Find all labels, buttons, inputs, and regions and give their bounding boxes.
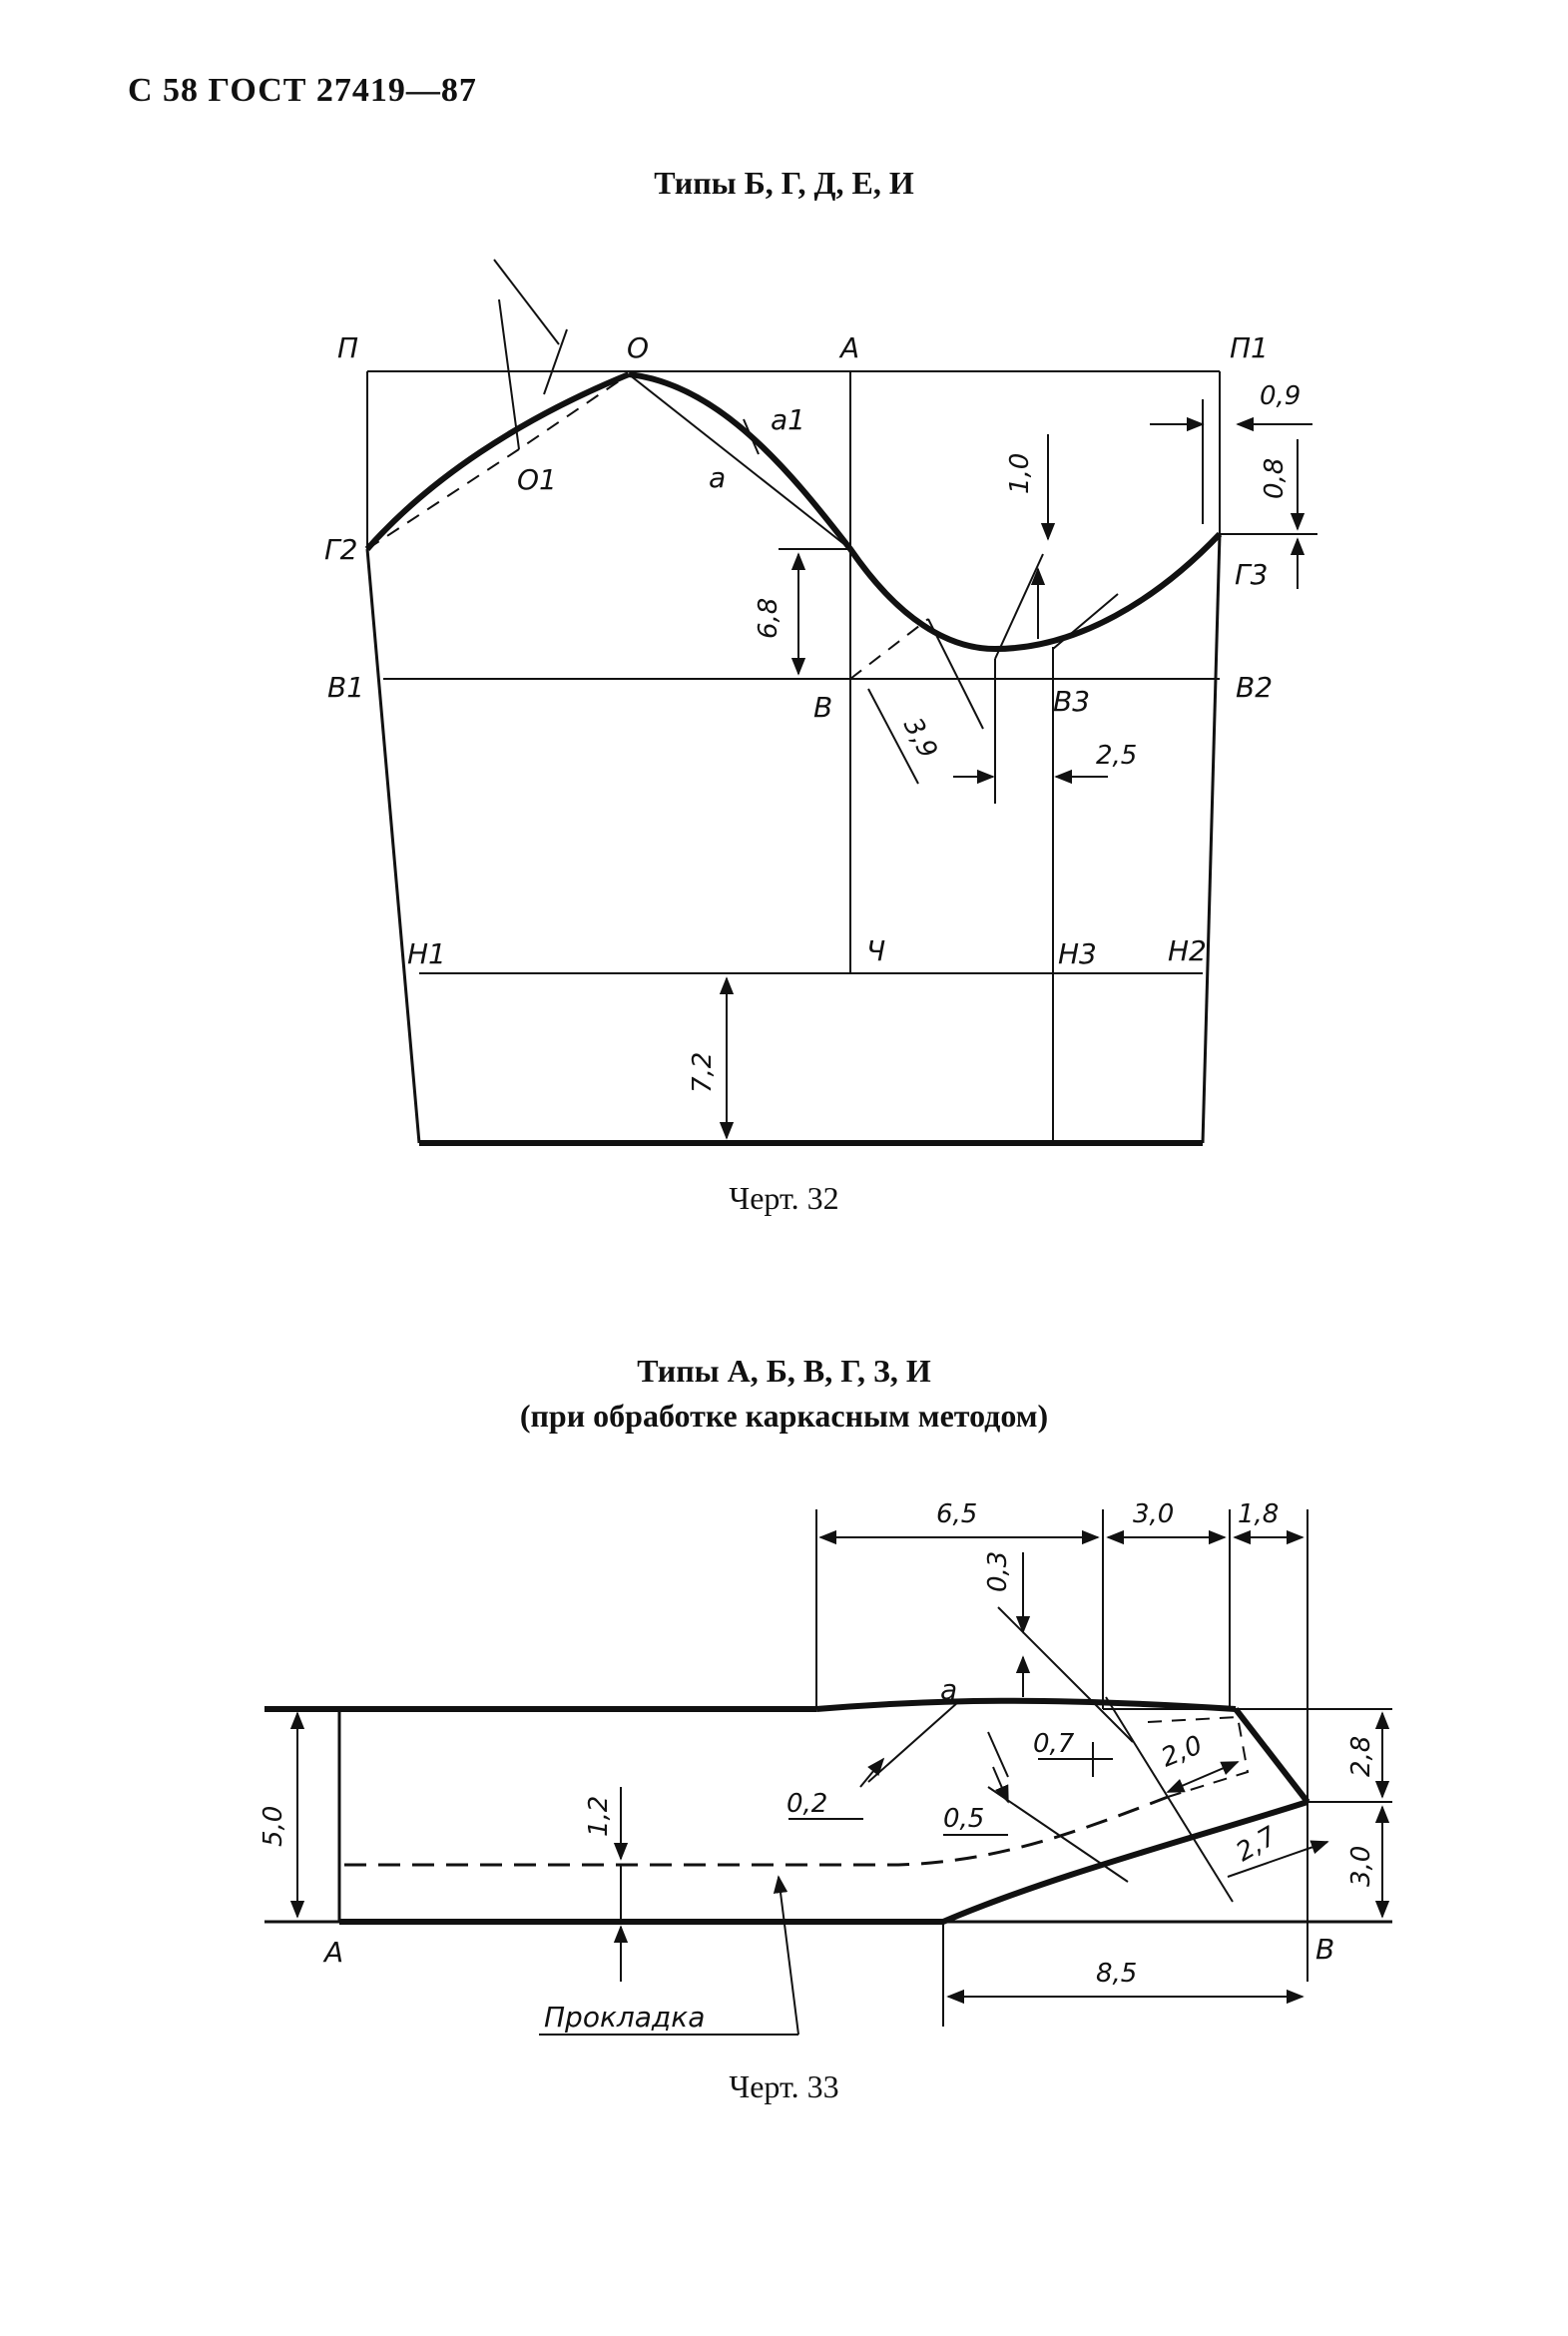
point-label-p1: П1 — [1230, 331, 1269, 364]
dim-label-5-0: 5,0 — [259, 1806, 288, 1847]
dim-arrow-0-2 — [859, 1757, 885, 1788]
interlining-leader-arrow — [773, 1875, 799, 2036]
extension-3-9 — [867, 688, 919, 785]
dim-label-8-5: 8,5 — [1096, 1959, 1137, 1989]
dim-label-6-5: 6,5 — [936, 1499, 977, 1529]
point-label-v2: В2 — [1236, 671, 1273, 704]
dim-arrow-2-0 — [1166, 1761, 1240, 1793]
dim-label-2-5: 2,5 — [1096, 741, 1137, 771]
point-label-g3: Г3 — [1235, 558, 1268, 591]
point-label-ch: Ч — [866, 934, 885, 967]
point-label-a1: а1 — [771, 403, 805, 436]
dim-label-0-2: 0,2 — [786, 1789, 827, 1819]
construction-line-diag — [1105, 1696, 1234, 1903]
dim-label-7-2: 7,2 — [688, 1052, 718, 1093]
construction-line-lower — [987, 1786, 1129, 1883]
point-label-v1: В1 — [327, 671, 364, 704]
top-edge-slope — [815, 1697, 1237, 1712]
point-label-o: О — [627, 331, 649, 364]
dim-label-0-9: 0,9 — [1260, 381, 1301, 411]
figure-33-caption: Черт. 33 — [729, 2068, 839, 2104]
dashed-diag-v — [849, 618, 929, 680]
lower-curve — [941, 1799, 1308, 1925]
point-label-a-small: а — [940, 1673, 957, 1706]
point-label-n2: Н2 — [1168, 934, 1207, 967]
chord-o-v — [628, 373, 851, 550]
point-label-v3: В3 — [1053, 685, 1090, 718]
figure-32-title: Типы Б, Г, Д, Е, И — [654, 165, 914, 201]
point-label-o1: О1 — [517, 463, 557, 496]
construction-line-top — [997, 1606, 1134, 1743]
point-label-b-end: В — [1315, 1933, 1334, 1966]
dim-label-0-3: 0,3 — [983, 1551, 1013, 1592]
dim-label-2-0: 2,0 — [1157, 1730, 1207, 1773]
armhole-curve — [628, 371, 1223, 653]
dim-label-0-7: 0,7 — [1033, 1729, 1075, 1759]
construction-line-o1 — [498, 298, 520, 450]
point-label-n3: Н3 — [1058, 937, 1097, 970]
point-label-a: а — [709, 461, 726, 494]
interlining-label: Прокладка — [544, 2001, 705, 2034]
dim-label-1-2: 1,2 — [584, 1796, 614, 1837]
shoulder-curve-left — [364, 371, 631, 551]
figure-32-caption: Черт. 32 — [729, 1180, 839, 1216]
construction-line-top — [493, 259, 560, 345]
figure-33-subtitle: (при обработке каркасным методом) — [519, 1398, 1049, 1434]
dim-label-0-8: 0,8 — [1260, 458, 1290, 499]
construction-3-9 — [927, 618, 984, 730]
collar-end-edge — [1233, 1707, 1310, 1804]
dim-label-3-0-right: 3,0 — [1346, 1846, 1376, 1887]
figure-33-drawing: 6,5 3,0 1,8 0,3 0,7 2,0 2,8 3,0 5,0 1,2 … — [259, 1499, 1392, 2036]
dim-arrow-2-7 — [1227, 1840, 1329, 1878]
point-label-n1: Н1 — [407, 937, 446, 970]
point-label-v: В — [813, 691, 832, 724]
tick-0-7 — [987, 1731, 1009, 1778]
construction-line-g2-o — [366, 373, 630, 550]
left-side-contour — [365, 548, 421, 1144]
dim-label-3-0: 3,0 — [1133, 1499, 1174, 1529]
dim-label-1-8: 1,8 — [1238, 1499, 1279, 1529]
interlining-dashed-line — [344, 1795, 1169, 1867]
point-label-a-start: А — [322, 1936, 343, 1969]
figure-32-drawing: 0,9 0,8 1,0 6,8 3,9 2,5 7,2 П О А П1 Г2 … — [324, 259, 1317, 1146]
page-header: С 58 ГОСТ 27419—87 — [128, 72, 477, 109]
point-label-a: А — [838, 331, 859, 364]
right-side-contour — [1201, 533, 1222, 1144]
dim-label-6-8: 6,8 — [754, 598, 784, 639]
dim-label-1-0: 1,0 — [1005, 453, 1035, 494]
dim-arrow-0-5 — [992, 1766, 1009, 1804]
figure-33-title: Типы А, Б, В, Г, З, И — [637, 1353, 931, 1389]
construction-line-a — [867, 1701, 959, 1783]
point-label-p: П — [337, 331, 358, 364]
dim-label-0-5: 0,5 — [943, 1804, 984, 1834]
construction-line-o1b — [543, 328, 568, 395]
point-label-g2: Г2 — [324, 533, 357, 566]
dim-label-2-8: 2,8 — [1346, 1736, 1376, 1777]
